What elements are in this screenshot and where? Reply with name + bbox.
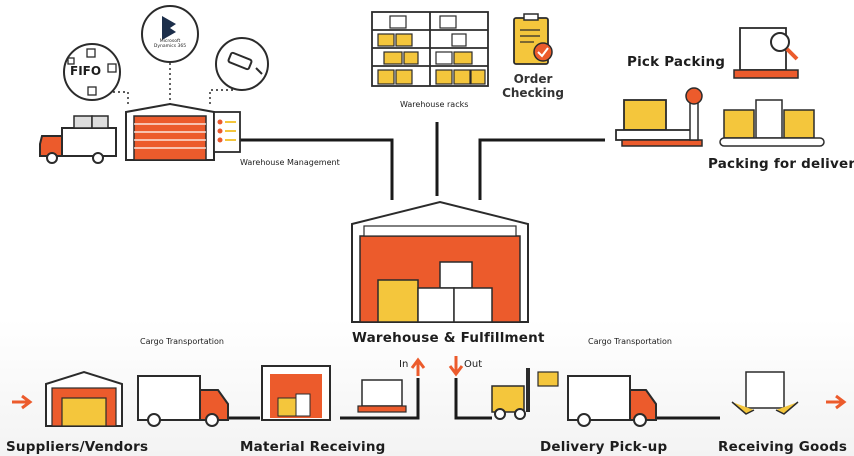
fifo-icon <box>63 43 121 101</box>
receiving-goods-label: Receiving Goods <box>718 439 848 455</box>
out-label: Out <box>464 359 483 370</box>
truck-icon <box>39 115 117 164</box>
cargo-transportation-left-label: Cargo Transportation <box>140 337 224 346</box>
fifo-label: FIFO <box>70 64 102 78</box>
warehouse-fulfillment-label: Warehouse & Fulfillment <box>352 330 545 346</box>
pick-packing-label: Pick Packing <box>627 54 726 70</box>
pick-packing-icon <box>733 27 799 79</box>
security-camera-icon <box>215 37 269 91</box>
warehouse-racks-label: Warehouse racks <box>400 100 469 109</box>
pallet-icon <box>357 379 407 413</box>
big-warehouse-icon <box>351 200 529 323</box>
hands-box-icon <box>731 371 799 415</box>
dynamics-line1: Microsoft <box>159 39 181 44</box>
order-clipboard-icon <box>513 13 553 65</box>
dynamics-line2: Dynamics 365 <box>153 44 187 49</box>
order-checking-line1: Order <box>513 72 553 86</box>
in-label: In <box>399 359 409 370</box>
cargo-transportation-right-label: Cargo Transportation <box>588 337 672 346</box>
right-arrow-icon <box>826 394 847 410</box>
scale-icon <box>615 87 703 147</box>
arrow-down-icon <box>448 356 464 377</box>
rack-shelves-icon <box>371 11 489 87</box>
delivery-pickup-label: Delivery Pick-up <box>540 439 668 455</box>
container-icon <box>261 365 331 421</box>
dynamics-label: Microsoft Dynamics 365 <box>150 39 190 49</box>
left-arrow-icon <box>12 394 33 410</box>
supplier-warehouse-icon <box>45 370 123 427</box>
order-checking-label: Order Checking <box>500 72 566 100</box>
material-receiving-label: Material Receiving <box>240 439 386 455</box>
checklist-icon <box>213 111 241 153</box>
cargo-truck-right-icon <box>567 375 657 427</box>
warehouse-management-label: Warehouse Management <box>240 158 340 167</box>
garage-warehouse-icon <box>125 102 215 161</box>
conveyor-icon <box>719 99 825 147</box>
cargo-truck-left-icon <box>137 375 229 427</box>
packing-for-delivery-label: Packing for delivery <box>708 156 854 172</box>
order-checking-line2: Checking <box>502 86 564 100</box>
dynamics-logo-icon <box>141 5 199 63</box>
arrow-up-icon <box>410 357 426 376</box>
forklift-icon <box>491 368 559 420</box>
suppliers-vendors-label: Suppliers/Vendors <box>6 439 149 455</box>
